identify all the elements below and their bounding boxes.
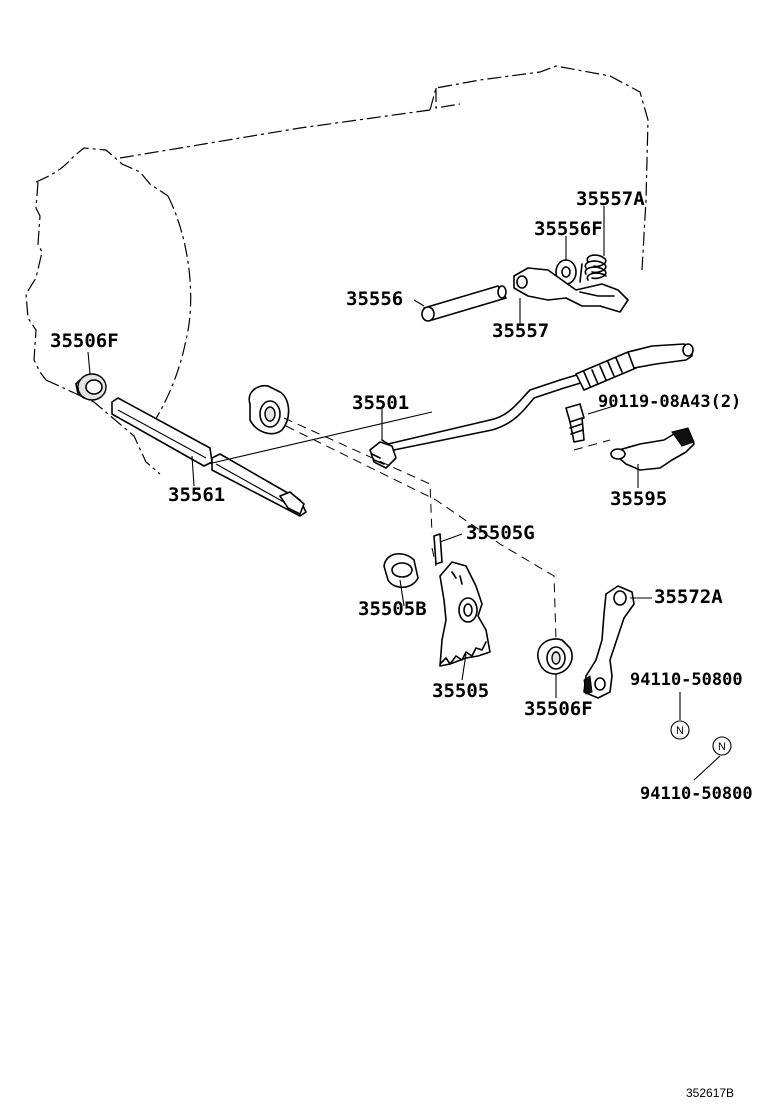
- label-35556F[interactable]: 35556F: [534, 218, 603, 240]
- bracket-35595: [610, 427, 695, 471]
- new-part-mark-1-letter: N: [676, 725, 684, 737]
- label-35505[interactable]: 35505: [432, 680, 490, 702]
- spring-35557A: [579, 254, 607, 283]
- label-35501[interactable]: 35501: [352, 392, 410, 414]
- label-35505G[interactable]: 35505G: [466, 522, 535, 544]
- oil-seal-upper: [248, 384, 290, 435]
- label-94110-50800-a[interactable]: 94110-50800: [630, 670, 743, 690]
- manual-shaft: [111, 397, 307, 517]
- new-part-mark-2-letter: N: [718, 741, 726, 753]
- new-part-mark-1: [670, 720, 690, 740]
- oil-seal-lower: [537, 638, 573, 675]
- label-35572A[interactable]: 35572A: [654, 586, 723, 608]
- control-rod: [369, 343, 694, 469]
- pin-35556: [421, 285, 507, 322]
- label-35506F-top[interactable]: 35506F: [50, 330, 119, 352]
- label-35556[interactable]: 35556: [346, 288, 404, 310]
- new-part-mark-2: [712, 736, 732, 756]
- label-35557A[interactable]: 35557A: [576, 188, 645, 210]
- bolt-90119: [565, 403, 611, 451]
- label-35557[interactable]: 35557: [492, 320, 550, 342]
- label-35561[interactable]: 35561: [168, 484, 226, 506]
- lever-35557: [513, 267, 629, 313]
- diagram-id: 352617B: [686, 1086, 735, 1100]
- oil-seal-left: [75, 373, 107, 401]
- lever-35572A: [583, 585, 635, 699]
- bushing-35505B: [383, 553, 419, 589]
- label-94110-50800-b[interactable]: 94110-50800: [640, 784, 753, 804]
- label-35595[interactable]: 35595: [610, 488, 668, 510]
- pin-35505G: [433, 533, 443, 565]
- label-35505B[interactable]: 35505B: [358, 598, 427, 620]
- label-35506F-bottom[interactable]: 35506F: [524, 698, 593, 720]
- leader-lines: [87, 206, 721, 781]
- detent-lever-35505: [439, 561, 491, 667]
- label-90119-08A43[interactable]: 90119-08A43(2): [598, 392, 742, 412]
